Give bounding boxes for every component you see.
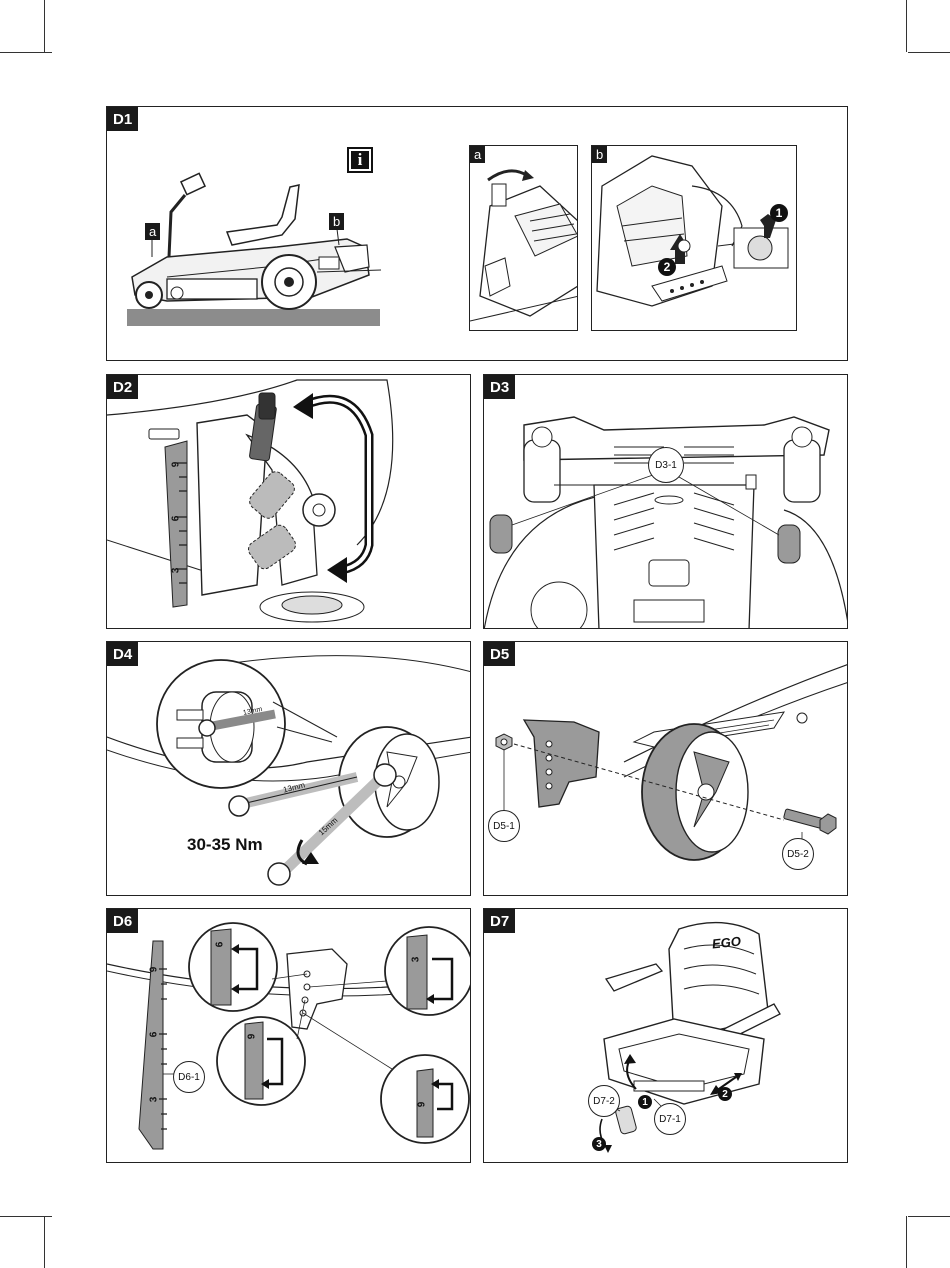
zoom-label-6: 6	[214, 941, 226, 948]
crop-mark	[44, 1216, 45, 1268]
callout-d6-1: D6-1	[173, 1061, 205, 1093]
scale-label-9: 9	[170, 461, 182, 468]
step-2-badge: 2	[718, 1087, 732, 1101]
panel-label: D2	[107, 375, 139, 399]
panel-d2: D2 9 6 3	[106, 374, 471, 629]
wheel-assembly-illustration	[495, 664, 847, 861]
scale-label-6: 6	[148, 1031, 160, 1038]
scale-label-6: 6	[170, 515, 182, 522]
panel-d7: D7 EGO D7-2 D7-1 1 2 3	[483, 908, 848, 1163]
crop-mark	[0, 1216, 52, 1217]
scale-label-9: 9	[148, 966, 160, 973]
inset-label-a: a	[470, 146, 486, 163]
callout-d5-2: D5-2	[782, 838, 814, 870]
mower-front-view-illustration	[484, 416, 847, 628]
panel-label: D1	[107, 107, 139, 131]
callout-d7-2: D7-2	[588, 1085, 620, 1117]
battery-compartment-illustration	[596, 155, 789, 307]
wheel-bolt-tightening-illustration	[107, 655, 470, 886]
scale-label-3: 3	[148, 1096, 160, 1103]
info-icon: i	[347, 147, 373, 173]
panel-label: D6	[107, 909, 139, 933]
location-tag-a: a	[145, 223, 161, 240]
panel-d1: D1 a b i a	[106, 106, 848, 361]
seat-adjustment-illustration	[599, 921, 781, 1153]
crop-mark	[906, 0, 907, 52]
inset-label-b: b	[592, 146, 608, 163]
scale-label-3: 3	[170, 567, 182, 574]
panel-d3: D3 D3-1	[483, 374, 848, 629]
zoom-label-9: 9	[246, 1033, 258, 1040]
crop-mark	[908, 52, 950, 53]
zoom-label-9-small: 9	[416, 1101, 428, 1108]
callout-d7-1: D7-1	[654, 1103, 686, 1135]
torque-value: 30-35 Nm	[187, 835, 263, 854]
panel-d6: D6	[106, 908, 471, 1163]
panel-d5: D5 D5-1 D5-2	[483, 641, 848, 896]
step-1-badge: 1	[770, 204, 788, 222]
mower-side-illustration	[127, 172, 382, 326]
seat-brand-logo: EGO	[711, 933, 742, 952]
lever-release-illustration	[470, 169, 577, 322]
crop-mark	[906, 1216, 907, 1268]
step-2-badge: 2	[658, 258, 676, 276]
panel-d4: D4 13mm 15mm 13mm 30-35 Nm	[106, 641, 471, 896]
location-tag-b: b	[329, 213, 345, 230]
callout-d3-1: D3-1	[648, 447, 684, 483]
panel-label: D3	[484, 375, 516, 399]
crop-mark	[0, 52, 52, 53]
callout-d5-1: D5-1	[488, 810, 520, 842]
crop-mark	[908, 1216, 950, 1217]
step-1-badge: 1	[638, 1095, 652, 1109]
panel-label: D5	[484, 642, 516, 666]
cutting-height-scale-illustration	[107, 922, 470, 1150]
inset-a: a	[469, 145, 578, 331]
panel-label: D7	[484, 909, 516, 933]
step-3-badge: 3	[592, 1137, 606, 1151]
panel-label: D4	[107, 642, 139, 666]
crop-mark	[44, 0, 45, 52]
zoom-label-3: 3	[410, 956, 422, 963]
cutting-height-lever-illustration	[107, 379, 394, 623]
inset-b: b 1 2	[591, 145, 797, 331]
